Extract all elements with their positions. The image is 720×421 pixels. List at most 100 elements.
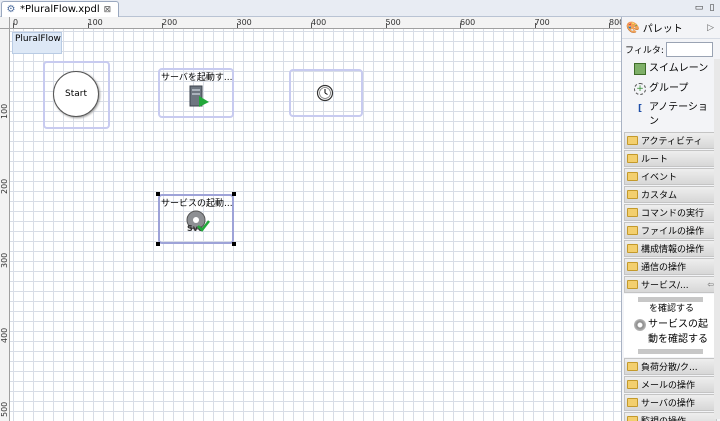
- folder-icon: [627, 154, 638, 163]
- tool-check-service-start-label: サービスの起動を確認する: [648, 319, 708, 345]
- drawer-bottom-0[interactable]: 負荷分散/ク...: [624, 358, 717, 375]
- drawer-list-top: アクティビティルートイベントカスタムコマンドの実行ファイルの操作構成情報の操作通…: [622, 132, 720, 275]
- drawer-list-bottom: 負荷分散/ク... メールの操作サーバの操作監視の操作: [622, 358, 720, 421]
- diagram-canvas[interactable]: PluralFlow Start サーバを起動す... サービスの起動...: [10, 29, 621, 421]
- drawer-top-6[interactable]: 構成情報の操作: [624, 240, 717, 257]
- svg-text:Svc: Svc: [187, 224, 203, 233]
- drawer-scroll-stub: [638, 349, 703, 354]
- folder-icon: [627, 226, 638, 235]
- task-start-service-title: サービスの起動...: [161, 199, 233, 209]
- horizontal-ruler: 0100200300400500600700800: [10, 17, 621, 29]
- drawer-top-5[interactable]: ファイルの操作: [624, 222, 717, 239]
- palette-header: 🎨 パレット ▷: [622, 17, 720, 39]
- drawer-label: ファイルの操作: [641, 227, 705, 237]
- drawer-scroll-stub: [638, 297, 703, 302]
- task-start-server-title: サーバを起動す...: [161, 73, 233, 83]
- palette-title: パレット: [642, 24, 683, 35]
- drawer-bottom-1[interactable]: メールの操作: [624, 376, 717, 393]
- ruler-tick: [609, 23, 610, 28]
- editor-tab-bar: ⚙ *PluralFlow.xpdl ⊠ ▭ ▯: [0, 0, 720, 17]
- ruler-h-label: 700: [534, 18, 550, 27]
- drawer-label: 構成情報の操作: [641, 245, 705, 255]
- tool-group-label: グループ: [649, 83, 689, 94]
- start-event[interactable]: Start: [53, 71, 99, 117]
- editor-tab[interactable]: ⚙ *PluralFlow.xpdl ⊠: [1, 1, 119, 17]
- drawer-top-3[interactable]: カスタム: [624, 186, 717, 203]
- drawer-label: イベント: [641, 173, 678, 183]
- drawer-top-1[interactable]: ルート: [624, 150, 717, 167]
- ruler-v-label: 300: [0, 252, 9, 268]
- start-node[interactable]: Start: [43, 61, 110, 129]
- ruler-tick: [385, 23, 387, 28]
- pool-label[interactable]: PluralFlow: [12, 32, 62, 54]
- filter-input[interactable]: [665, 41, 713, 57]
- palette-panel: 🎨 パレット ▷ フィルタ: スイムレーン + グループ [ アノテーション ア…: [621, 17, 720, 421]
- ruler-tick: [460, 23, 461, 28]
- group-icon: +: [634, 83, 646, 95]
- drawer-top-2[interactable]: イベント: [624, 168, 717, 185]
- selection-handle[interactable]: [156, 242, 160, 246]
- server-start-icon: [189, 85, 209, 107]
- folder-icon: [627, 262, 638, 271]
- ruler-tick: [534, 23, 536, 28]
- gear-icon: [634, 319, 646, 331]
- drawer-bottom-3[interactable]: 監視の操作: [624, 412, 717, 421]
- drawer-service-label: サービス/...: [641, 281, 689, 291]
- drawer-label: カスタム: [641, 191, 678, 201]
- folder-icon: [627, 172, 638, 181]
- task-start-service[interactable]: サービスの起動... Svc: [158, 194, 234, 244]
- maximize-icon[interactable]: ▯: [709, 3, 715, 13]
- tool-annotation[interactable]: [ アノテーション: [622, 99, 720, 131]
- ruler-v-label: 100: [0, 103, 9, 119]
- drawer-bottom-2[interactable]: サーバの操作: [624, 394, 717, 411]
- drawer-label: ルート: [641, 155, 669, 165]
- start-label: Start: [65, 89, 87, 99]
- selection-handle[interactable]: [232, 242, 236, 246]
- tool-check-partial[interactable]: を確認する: [649, 304, 695, 314]
- drawer-label: メールの操作: [641, 381, 696, 391]
- timer-event-node[interactable]: [289, 69, 363, 117]
- editor-tab-label: *PluralFlow.xpdl: [20, 4, 100, 15]
- drawer-label: コマンドの実行: [641, 209, 705, 219]
- clock-icon: [316, 84, 334, 102]
- drawer-top-4[interactable]: コマンドの実行: [624, 204, 717, 221]
- collapse-palette-icon[interactable]: ▷: [707, 22, 714, 33]
- drawer-label: 通信の操作: [641, 263, 687, 273]
- ruler-h-label: 400: [311, 18, 327, 27]
- folder-icon: [627, 362, 638, 371]
- drawer-label: 負荷分散/ク...: [641, 363, 698, 373]
- tool-swimlane[interactable]: スイムレーン: [622, 59, 720, 79]
- flow-file-icon: ⚙: [6, 4, 16, 15]
- annotation-icon: [: [637, 104, 643, 114]
- ruler-tick: [13, 23, 14, 28]
- folder-icon: [627, 244, 638, 253]
- ruler-corner: [0, 17, 10, 29]
- drawer-service-contents: を確認する サービスの起動を確認する: [624, 294, 717, 357]
- folder-icon: [627, 208, 638, 217]
- service-start-icon: Svc: [186, 210, 210, 233]
- drawer-label: サーバの操作: [641, 399, 695, 409]
- tool-annotation-label: アノテーション: [649, 102, 708, 127]
- ruler-tick: [162, 23, 163, 28]
- filter-label: フィルタ:: [625, 45, 664, 56]
- close-tab-icon[interactable]: ⊠: [103, 4, 112, 15]
- minimize-icon[interactable]: ▭: [694, 3, 704, 13]
- drawer-service-open[interactable]: サービス/... ⇦: [624, 276, 717, 293]
- ruler-v-label: 500: [0, 401, 9, 417]
- folder-icon: [627, 416, 638, 421]
- ruler-tick: [236, 23, 238, 28]
- drawer-top-7[interactable]: 通信の操作: [624, 258, 717, 275]
- task-start-server[interactable]: サーバを起動す...: [158, 68, 234, 118]
- selection-handle[interactable]: [156, 192, 160, 196]
- ruler-tick: [87, 23, 89, 28]
- drawer-top-0[interactable]: アクティビティ: [624, 132, 717, 149]
- palette-scrollbar[interactable]: [714, 59, 720, 419]
- pin-icon[interactable]: ⇦: [707, 280, 714, 289]
- ruler-h-label: 800: [609, 18, 621, 27]
- selection-handle[interactable]: [232, 192, 236, 196]
- tool-check-service-start[interactable]: サービスの起動を確認する: [624, 316, 717, 348]
- tool-group[interactable]: + グループ: [622, 79, 720, 99]
- ruler-h-label: 200: [162, 18, 178, 27]
- ruler-h-label: 100: [87, 18, 103, 27]
